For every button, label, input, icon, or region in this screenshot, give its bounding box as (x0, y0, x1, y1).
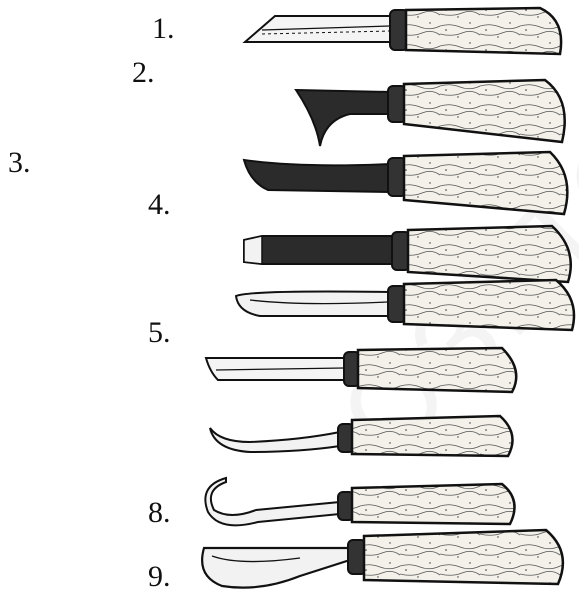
tool-1-knife (245, 8, 561, 54)
tool-4-chisel (244, 226, 571, 282)
tool-2-knife (296, 80, 565, 146)
tool-8-hook (205, 478, 514, 525)
tool-5-gouge (236, 280, 574, 330)
tool-3-knife (244, 152, 567, 214)
tool-7-gouge (210, 416, 513, 456)
tool-9-spoon-gouge (202, 530, 563, 588)
tool-6-gouge (206, 348, 516, 392)
